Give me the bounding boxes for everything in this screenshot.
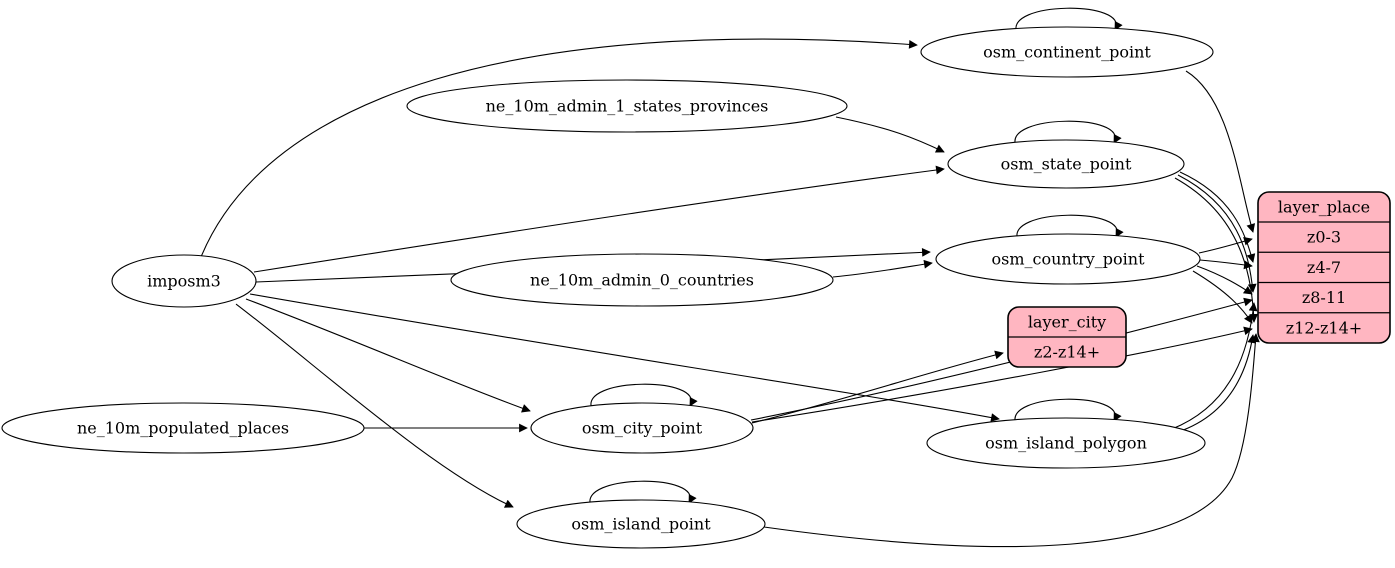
node-shape-ne_10m_populated_places — [1, 402, 365, 454]
edge-imposm3-to-osm_continent_point — [200, 38, 918, 258]
edge-ne_10m_admin_0_countries-to-osm_country_point — [832, 259, 933, 278]
record-row-layer_place-z4-7: z4-7 — [1307, 258, 1341, 277]
edge-imposm3-to-osm_state_point — [253, 165, 945, 273]
edge-osm_continent_point-to-layer_place-z0-3 — [1185, 70, 1256, 233]
node-osm_continent_point: osm_continent_point — [920, 7, 1214, 78]
node-shape-osm_island_point — [516, 499, 766, 549]
edge-imposm3-to-osm_island_polygon — [249, 293, 1000, 422]
edge-ne_10m_admin_1_states_provinces-to-osm_state_point — [835, 116, 945, 153]
node-imposm3: imposm3 — [111, 254, 257, 308]
edge-osm_country_point-to-layer_place-z0-3 — [1198, 236, 1253, 254]
edge-osm_state_point-to-layer_place-z8-11 — [1177, 174, 1257, 293]
edge-osm_city_point-to-layer_place-z12-z14+ — [751, 326, 1253, 423]
self-loop-osm_continent_point — [1015, 7, 1123, 34]
node-shape-ne_10m_admin_0_countries — [450, 253, 834, 307]
node-osm_island_point: osm_island_point — [516, 480, 766, 549]
node-label-ne_10m_admin_0_countries: ne_10m_admin_0_countries — [530, 271, 754, 290]
node-osm_state_point: osm_state_point — [947, 120, 1185, 189]
edge-imposm3-to-osm_city_point — [245, 298, 531, 413]
edge-osm_island_polygon-to-layer_place-z12-z14+ — [1177, 334, 1257, 433]
node-shape-ne_10m_admin_1_states_provinces — [406, 79, 848, 133]
node-ne_10m_populated_places: ne_10m_populated_places — [1, 402, 365, 454]
node-shape-osm_state_point — [947, 139, 1185, 189]
record-row-layer_place-z12-z14+: z12-z14+ — [1286, 318, 1362, 337]
node-label-osm_island_polygon: osm_island_polygon — [985, 434, 1147, 453]
node-label-imposm3: imposm3 — [147, 272, 221, 291]
node-shape-osm_island_polygon — [926, 417, 1206, 469]
node-ne_10m_admin_0_countries: ne_10m_admin_0_countries — [450, 253, 834, 307]
node-label-osm_country_point: osm_country_point — [991, 250, 1145, 269]
record-layer_place: layer_place z0-3 z4-7 z8-11 z12-z14+ — [1257, 191, 1391, 344]
node-osm_country_point: osm_country_point — [935, 214, 1201, 285]
node-label-osm_island_point: osm_island_point — [571, 515, 711, 534]
node-label-ne_10m_populated_places: ne_10m_populated_places — [77, 419, 289, 438]
node-label-osm_state_point: osm_state_point — [1001, 155, 1132, 174]
record-row-layer_city-z2-z14+: z2-z14+ — [1034, 343, 1100, 362]
nodes-layer: imposm3 ne_10m_admin_1_states_provincesne… — [1, 7, 1214, 549]
edge-osm_state_point-to-layer_place-z4-7 — [1179, 171, 1256, 263]
node-shape-imposm3 — [111, 254, 257, 308]
records-layer: layer_city z2-z14+ layer_place z0-3 z4-7 z8-1… — [1007, 191, 1391, 368]
self-loop-osm_island_polygon — [1014, 398, 1122, 425]
self-loop-osm_country_point — [1016, 214, 1124, 241]
node-shape-osm_continent_point — [920, 26, 1214, 78]
node-shape-osm_country_point — [935, 233, 1201, 285]
record-row-layer_place-z8-11: z8-11 — [1302, 288, 1346, 307]
node-ne_10m_admin_1_states_provinces: ne_10m_admin_1_states_provinces — [406, 79, 848, 133]
record-title-layer_place: layer_place — [1278, 198, 1370, 217]
node-label-osm_city_point: osm_city_point — [582, 419, 703, 438]
edge-osm_city_point-to-layer_city-z2-z14+ — [751, 350, 1004, 424]
record-layer_city: layer_city z2-z14+ — [1007, 306, 1127, 368]
record-title-layer_city: layer_city — [1028, 313, 1106, 332]
edge-osm_island_point-to-layer_place-z12-z14+ — [763, 333, 1260, 548]
self-loop-osm_island_point — [589, 480, 697, 507]
node-osm_island_polygon: osm_island_polygon — [926, 398, 1206, 469]
node-shape-osm_city_point — [530, 402, 754, 454]
node-label-osm_continent_point: osm_continent_point — [983, 43, 1151, 62]
edge-osm_island_polygon-to-layer_place-z8-11 — [1171, 302, 1258, 430]
node-label-ne_10m_admin_1_states_provinces: ne_10m_admin_1_states_provinces — [486, 97, 769, 116]
edge-imposm3-to-osm_island_point — [235, 303, 514, 508]
self-loop-osm_state_point — [1014, 120, 1122, 147]
self-loop-osm_city_point — [590, 383, 698, 410]
record-row-layer_place-z0-3: z0-3 — [1307, 228, 1341, 247]
record-shape-layer_place — [1257, 191, 1391, 344]
node-osm_city_point: osm_city_point — [530, 383, 754, 454]
